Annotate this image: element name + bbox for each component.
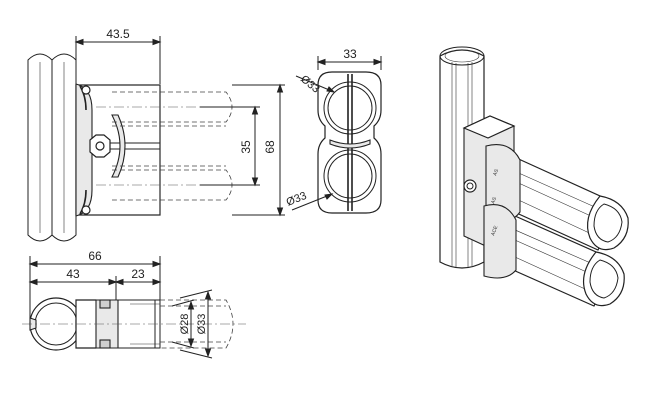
iso-marking-1: AS <box>492 168 500 177</box>
dim-plan-dia-inner: Ø28 <box>179 314 191 335</box>
dim-front-height: 68 <box>263 140 277 154</box>
dim-plan-dia-outer: Ø33 <box>196 314 208 335</box>
dim-plan-right: 23 <box>131 267 145 281</box>
iso-marking-3: ACE <box>490 224 499 236</box>
dim-end-width: 33 <box>343 47 357 61</box>
dim-front-width: 43.5 <box>106 27 130 41</box>
dim-front-pitch: 35 <box>239 140 253 154</box>
front-view: 43.5 35 68 <box>27 27 285 242</box>
dim-plan-total: 66 <box>88 249 102 263</box>
iso-marking-2: AS <box>490 196 498 205</box>
isometric-view: AS AS ACE <box>439 46 629 307</box>
end-view: 33 Ø33 Ø33 <box>285 47 383 214</box>
dim-plan-left: 43 <box>66 267 80 281</box>
plan-view: 66 43 23 Ø28 Ø33 <box>22 249 246 359</box>
dim-end-dia-bottom: Ø33 <box>285 190 309 209</box>
